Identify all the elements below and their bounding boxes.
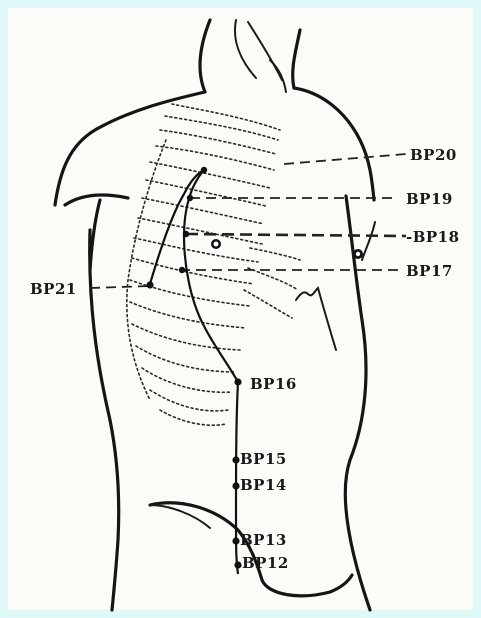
rib-cage [127,104,336,425]
label-bp15: BP15 [240,450,287,468]
label-bp16: BP16 [250,375,297,393]
point-bp17 [179,267,185,273]
right-chest-line [362,222,375,260]
costal-margin [296,288,336,350]
neck-left-outline [200,20,210,92]
point-labels: BP20 BP19 -BP18 BP17 BP21 BP16 BP15 BP14… [30,146,460,572]
label-bp21: BP21 [30,280,77,298]
point-bp13 [232,537,239,544]
spleen-meridian [150,170,238,574]
meridian-chest-curve [184,170,238,382]
meridian-abdomen-line [236,382,238,574]
point-bp16 [234,378,241,385]
neck-right-outline [293,30,300,88]
left-arm-inner [90,200,100,270]
point-bp21 [146,281,153,288]
left-nipple-center [214,242,219,247]
label-bp19: BP19 [406,190,453,208]
body-outline [55,20,375,610]
label-bp18: -BP18 [406,228,460,246]
bp18-guide [186,234,406,236]
bp20-guide [284,154,406,164]
label-bp13: BP13 [240,531,287,549]
point-bp18 [183,231,189,237]
neck-muscle-line-3 [270,60,286,92]
lower-abdomen-curve [150,503,352,596]
neck-muscle-line-2 [248,22,282,80]
point-bp20 [201,167,207,173]
bp21-guide [90,286,150,288]
right-nipple-center [356,252,360,256]
label-bp14: BP14 [240,476,287,494]
point-bp15 [232,456,239,463]
point-bp19 [187,195,193,201]
label-bp12: BP12 [242,554,289,572]
point-bp12 [234,561,241,568]
label-bp17: BP17 [406,262,453,280]
label-bp20: BP20 [410,146,457,164]
point-bp14 [232,482,239,489]
right-shoulder-outline [294,88,374,200]
left-armpit-outline [65,195,128,205]
